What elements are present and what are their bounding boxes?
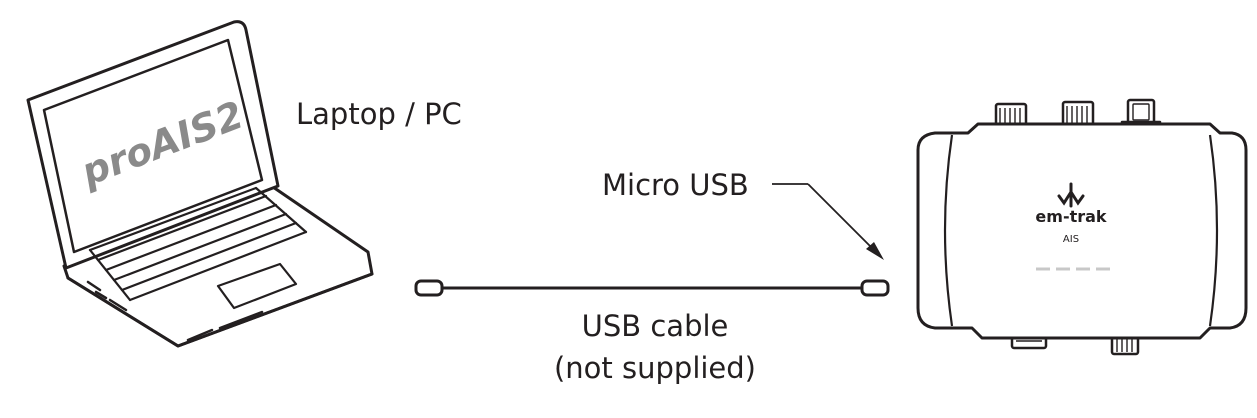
laptop-base-edge [66,272,374,348]
device-housing [916,122,1248,340]
ais-device [916,98,1248,356]
micro-usb-label: Micro USB [602,168,749,202]
laptop-label: Laptop / PC [296,97,462,131]
usb-cable-label: USB cable [582,309,729,343]
laptop-trackpad [216,262,298,310]
device-left-rail [943,134,954,327]
cable-plug-right [860,279,890,297]
laptop-screen [42,38,264,254]
usb-cable [414,279,890,297]
device-right-rail [1208,134,1219,327]
laptop-keyboard [88,186,308,302]
cable-plug-left [414,279,444,297]
laptop-illustration [26,20,374,348]
laptop-ports [86,280,264,342]
device-model: AIS [1063,234,1079,245]
em-trak-logo-icon [1057,182,1085,208]
micro-usb-arrow [772,183,884,260]
device-brand: em-trak [1035,207,1107,226]
not-supplied-label: (not supplied) [554,351,756,385]
